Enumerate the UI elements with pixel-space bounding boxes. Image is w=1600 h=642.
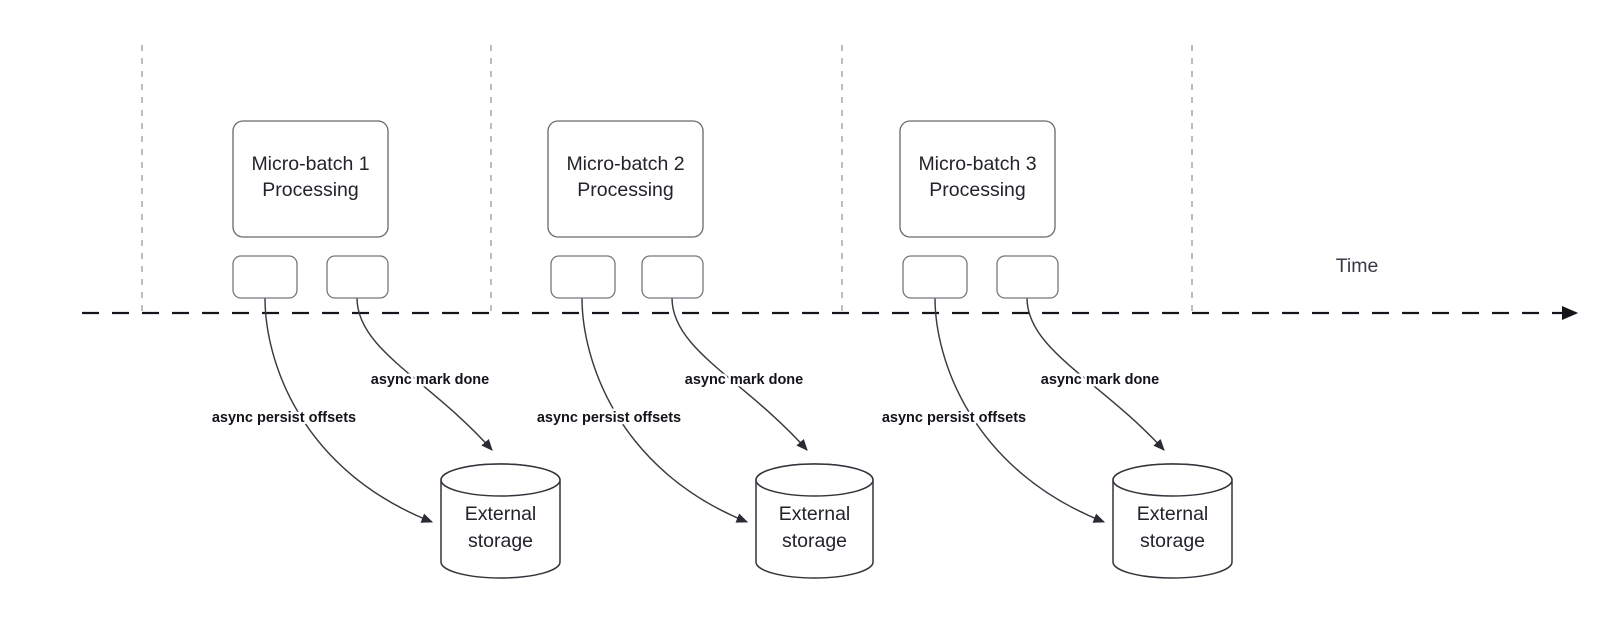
- external-storage-label-line2-2: storage: [782, 530, 847, 552]
- edge-mark-done-label-halo-3: async mark done: [1041, 372, 1159, 388]
- edge-mark-done-label-halo-1: async mark done: [371, 372, 489, 388]
- flow-edges: [264, 297, 1165, 523]
- external-storage-cylinder-top-3: [1112, 463, 1233, 497]
- mini-box-mark-2[interactable]: [641, 255, 704, 299]
- micro-batch-label-line1-3: Micro-batch 3: [918, 153, 1036, 175]
- timeline-tick-marks: [141, 45, 1193, 313]
- micro-batch-box-3[interactable]: [899, 120, 1056, 238]
- time-axis: Time: [82, 255, 1579, 321]
- external-storage-label-line1-1: External: [465, 503, 537, 525]
- time-axis-label: Time: [1336, 255, 1379, 277]
- mini-box-persist-3[interactable]: [902, 255, 968, 299]
- edge-persist-offsets-label-1: async persist offsets: [212, 410, 356, 426]
- edge-persist-offsets-1: [264, 297, 434, 523]
- micro-batch-box-1[interactable]: [232, 120, 389, 238]
- edge-mark-done-label-2: async mark done: [685, 372, 803, 388]
- edge-mark-done-3: [1026, 297, 1165, 451]
- external-storage-label-line2-3: storage: [1140, 530, 1205, 552]
- edge-persist-offsets-label-halo-2: async persist offsets: [537, 410, 681, 426]
- edge-mark-done-label-halo-2: async mark done: [685, 372, 803, 388]
- external-storage-cylinder-top-1: [440, 463, 561, 497]
- external-storage-label-line2-1: storage: [468, 530, 533, 552]
- micro-batch-label-line1-1: Micro-batch 1: [251, 153, 369, 175]
- micro-batch-box-2[interactable]: [547, 120, 704, 238]
- edge-persist-offsets-3: [934, 297, 1106, 523]
- edge-mark-done-label-1: async mark done: [371, 372, 489, 388]
- micro-batch-label-line2-2: Processing: [577, 179, 673, 201]
- mini-box-mark-1[interactable]: [326, 255, 389, 299]
- edge-persist-offsets-2: [581, 297, 749, 523]
- edge-persist-offsets-label-2: async persist offsets: [537, 410, 681, 426]
- edge-persist-offsets-label-3: async persist offsets: [882, 410, 1026, 426]
- mini-box-persist-1[interactable]: [232, 255, 298, 299]
- micro-batch-label-line2-3: Processing: [929, 179, 1025, 201]
- edge-mark-done-label-3: async mark done: [1041, 372, 1159, 388]
- edge-persist-offsets-label-halo-3: async persist offsets: [882, 410, 1026, 426]
- external-storage-cylinder-top-2: [755, 463, 874, 497]
- edge-persist-offsets-label-halo-1: async persist offsets: [212, 410, 356, 426]
- edge-labels: async persist offsets async persist offse…: [209, 369, 1161, 428]
- edge-mark-done-1: [356, 297, 493, 451]
- micro-batch-label-line2-1: Processing: [262, 179, 358, 201]
- edge-mark-done-2: [671, 297, 808, 451]
- external-storage-label-line1-3: External: [1137, 503, 1209, 525]
- mini-box-mark-3[interactable]: [996, 255, 1059, 299]
- micro-batch-label-line1-2: Micro-batch 2: [566, 153, 684, 175]
- external-storage-label-line1-2: External: [779, 503, 851, 525]
- mini-box-persist-2[interactable]: [550, 255, 616, 299]
